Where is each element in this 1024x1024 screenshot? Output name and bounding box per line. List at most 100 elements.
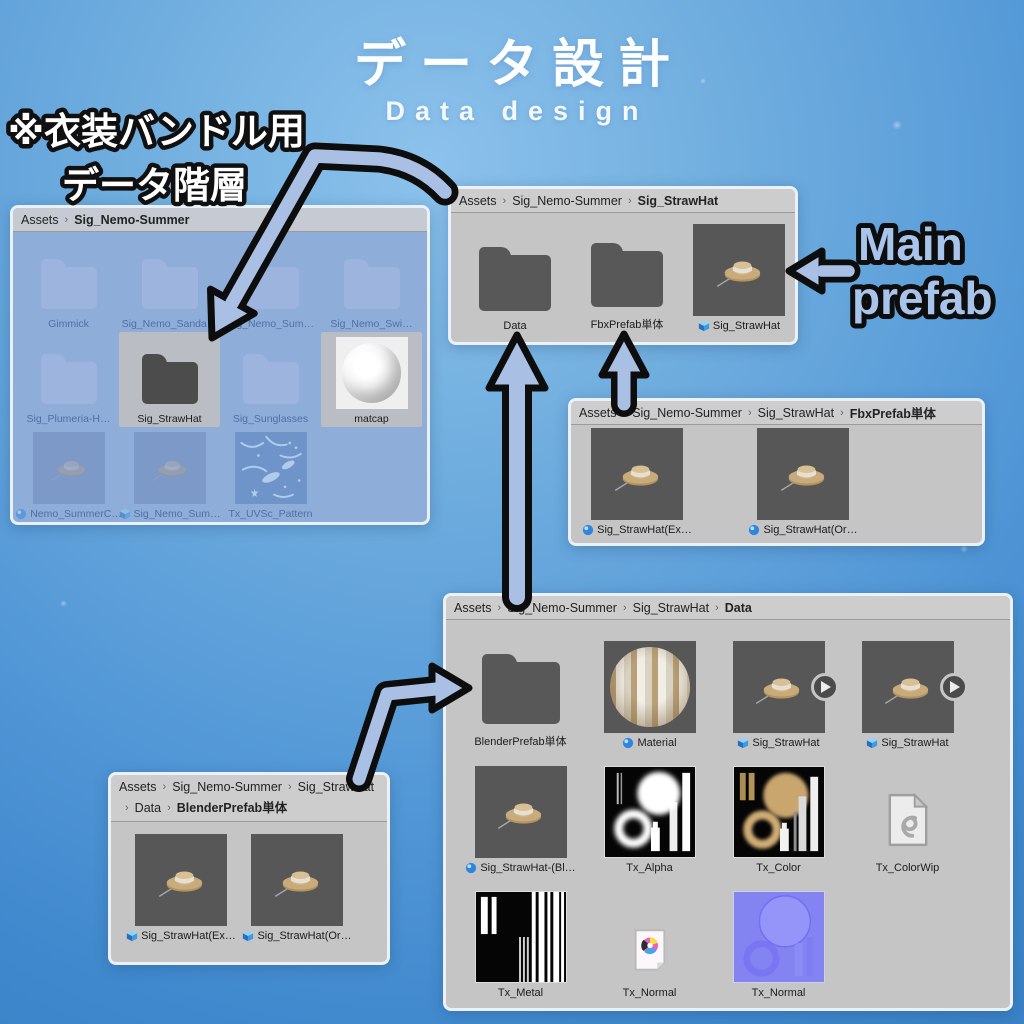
asset-item-file[interactable]: Sig_StrawHat(Ex… [582,426,692,538]
asset-item-file[interactable]: Sig_StrawHat(Ex… [126,832,236,944]
breadcrumb-segment[interactable]: FbxPrefab単体 [849,407,936,421]
asset-label: Nemo_SummerC… [15,508,122,520]
play-button-overlay[interactable] [810,673,839,701]
breadcrumb-segment[interactable]: Assets [579,405,617,420]
asset-item-file[interactable]: Sig_StrawHat-(Bl… [456,751,585,876]
asset-thumbnail [135,834,227,926]
straw-hat-thumbnail [51,461,86,482]
prefab-cube-icon [119,508,130,520]
asset-item-file[interactable]: Tx_Alpha [585,751,714,876]
asset-label: Sig_Nemo_Sanda… [122,318,218,330]
asset-item-folder[interactable]: Sig_StrawHat [119,332,220,427]
breadcrumb-separator-icon: › [64,213,69,226]
breadcrumb-segment[interactable]: Sig_Nemo-Summer [507,600,617,615]
breadcrumb-segment[interactable]: Assets [459,193,497,208]
asset-label-text: Tx_Color [756,862,801,874]
asset-label: Tx_Alpha [626,862,672,874]
sparkle [60,600,67,607]
asset-item-file[interactable]: Sig_StrawHat [714,626,843,751]
model-sphere-icon [466,862,477,874]
breadcrumb-separator-icon: › [622,601,627,614]
asset-thumbnail [732,766,825,858]
asset-label: Tx_Normal [752,987,806,999]
asset-item-file[interactable]: Tx_Normal [585,876,714,1001]
breadcrumb-segment[interactable]: Sig_Nemo-Summer [74,212,190,227]
folder-icon [40,259,97,309]
asset-item-file[interactable]: Nemo_SummerC… [15,427,122,522]
breadcrumb-segment[interactable]: Sig_StrawHat [637,193,719,208]
breadcrumb-segment[interactable]: Sig_Nemo-Summer [172,780,282,794]
asset-label: Tx_Metal [498,987,543,999]
breadcrumb-segment[interactable]: Assets [21,212,59,227]
asset-label-text: Sig_StrawHat(Or… [763,524,858,536]
asset-thumbnail [251,834,343,926]
asset-item-file[interactable]: Material [585,626,714,751]
asset-item-file[interactable]: Tx_ColorWip [843,751,972,876]
sparkle [700,78,706,84]
asset-item-folder[interactable]: Gimmick [18,237,119,332]
asset-item-folder[interactable]: BlenderPrefab単体 [456,626,585,751]
straw-hat-thumbnail [885,678,929,704]
asset-item-file[interactable]: Sig_StrawHat [691,222,787,334]
asset-item-folder[interactable]: Sig_Sunglasses [220,332,321,427]
asset-item-folder[interactable]: FbxPrefab単体 [579,243,675,334]
straw-hat-thumbnail [158,871,203,897]
breadcrumb-separator-icon: › [162,781,167,793]
asset-item-file[interactable]: matcap [321,332,422,427]
straw-hat-thumbnail [614,465,659,491]
breadcrumb-segment[interactable]: Assets [119,780,157,794]
asset-item-file[interactable]: Tx_Metal [456,876,585,1001]
breadcrumb-segment[interactable]: Sig_Nemo-Summer [512,193,622,208]
straw-hat-thumbnail [756,678,800,704]
breadcrumb-segment[interactable]: Sig_StrawHat [632,600,710,615]
asset-label-text: Data [503,320,527,332]
asset-thumbnail [474,766,567,858]
asset-label: Sig_StrawHat-(Bl… [465,862,576,874]
asset-item-file[interactable]: Sig_Nemo_Sum… [119,427,220,522]
asset-item-folder[interactable]: Sig_Nemo_Swi… [321,237,422,332]
asset-thumbnail [693,224,785,316]
asset-item-file[interactable]: Tx_UVSc_Pattern [220,427,321,522]
asset-label-text: Sig_Nemo_Sanda… [121,318,218,330]
breadcrumb-segment[interactable]: Data [134,801,162,815]
asset-label: Tx_UVSc_Pattern [228,508,312,520]
breadcrumb-segment[interactable]: Data [724,600,752,615]
play-icon [950,681,960,693]
asset-item-file[interactable]: Sig_StrawHat(Or… [243,832,352,944]
breadcrumb-segment[interactable]: BlenderPrefab単体 [176,801,288,815]
prefab-cube-icon [867,737,878,749]
asset-label-text: Sig_StrawHat(Ex… [597,524,692,536]
asset-thumbnail [591,428,683,520]
play-icon [821,681,831,693]
folder-icon [40,354,97,404]
breadcrumb-segment[interactable]: Sig_Nemo-Summer [632,405,742,420]
asset-thumbnail [603,766,696,858]
asset-label-text: Sig_StrawHat [137,413,202,425]
file-browser-panel-blenderprefab: Assets›Sig_Nemo-Summer›Sig_StrawHat›Data… [108,772,390,965]
breadcrumb-segment[interactable]: Assets [454,600,492,615]
asset-item-file[interactable]: Tx_Color [714,751,843,876]
asset-label-text: Tx_UVSc_Pattern [228,508,313,520]
asset-item-file[interactable]: Tx_Normal [714,876,843,1001]
file-browser-panel-data: Assets›Sig_Nemo-Summer›Sig_StrawHat›Data… [443,593,1013,1011]
asset-item-folder[interactable]: Sig_Plumeria-H… [18,332,119,427]
material-sphere-thumbnail [609,647,690,727]
breadcrumb-segment[interactable]: Sig_StrawHat [297,780,375,794]
asset-label-text: Sig_StrawHat-(Bl… [480,862,576,874]
asset-item-file[interactable]: Sig_StrawHat(Or… [749,426,858,538]
breadcrumb-segment[interactable]: Sig_StrawHat [757,405,835,420]
model-sphere-icon [623,737,634,749]
asset-label: matcap [354,413,388,425]
asset-item-folder[interactable]: Sig_Nemo_Sum… [220,237,321,332]
play-button-overlay[interactable] [939,673,968,701]
breadcrumb: Assets›Sig_Nemo-Summer›Sig_StrawHat›Data [446,596,1010,620]
breadcrumb-separator-icon: › [167,802,171,814]
main-prefab-annotation: Main prefab [847,213,998,329]
asset-item-file[interactable]: Sig_StrawHat [843,626,972,751]
asset-label-text: Gimmick [48,318,89,330]
asset-thumbnail [335,337,408,409]
asset-label: BlenderPrefab単体 [474,733,566,749]
asset-item-folder[interactable]: Sig_Nemo_Sanda… [119,237,220,332]
asset-item-folder[interactable]: Data [467,247,563,334]
